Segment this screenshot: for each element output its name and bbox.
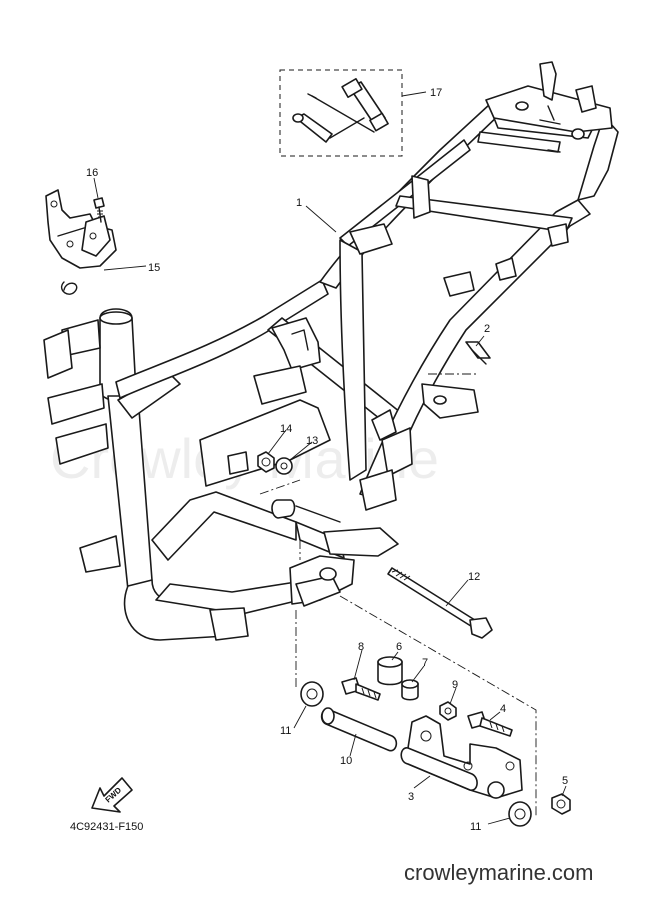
callout-13: 13 [306, 435, 318, 447]
bushing-6 [377, 656, 403, 686]
damper-11-right [508, 801, 532, 827]
callout-7: 7 [422, 657, 428, 669]
collar-10 [320, 707, 398, 752]
tool-kit [279, 69, 403, 157]
callout-12: 12 [468, 571, 480, 583]
nut-5 [551, 793, 571, 815]
callout-5: 5 [562, 775, 568, 787]
main-frame [43, 61, 619, 641]
chain-line [259, 479, 301, 495]
fwd-arrow-icon: FWD [91, 777, 133, 813]
bolt-8 [341, 677, 381, 701]
upper-bracket [45, 189, 117, 295]
callout-1: 1 [296, 197, 302, 209]
callouts: 1 2 3 4 5 6 7 8 9 10 11 11 12 13 14 15 1… [86, 87, 568, 833]
bolt-16 [93, 197, 105, 223]
callout-10: 10 [340, 755, 352, 767]
callout-11-left: 11 [280, 725, 291, 737]
callout-3: 3 [408, 791, 414, 803]
callout-15: 15 [148, 262, 160, 274]
collar-7 [401, 679, 419, 701]
callout-2: 2 [484, 323, 490, 335]
callout-8: 8 [358, 641, 364, 653]
nut-14 [257, 451, 275, 473]
bracket-2 [465, 341, 491, 365]
callout-17: 17 [430, 87, 442, 99]
damper-11-left [300, 681, 324, 707]
callout-11-right: 11 [470, 821, 481, 833]
callout-6: 6 [396, 641, 402, 653]
figure-code: 4C92431-F150 [70, 821, 143, 833]
nut-9 [439, 701, 457, 721]
callout-4: 4 [500, 703, 506, 715]
leader-lines [93, 91, 567, 825]
site-name: crowleymarine.com [404, 860, 594, 885]
callout-9: 9 [452, 679, 458, 691]
bolt-4 [467, 711, 513, 737]
washer-13 [275, 457, 293, 475]
chain-line [339, 595, 537, 818]
callout-16: 16 [86, 167, 98, 179]
callout-14: 14 [280, 423, 292, 435]
bolt-12 [387, 567, 493, 639]
engine-bracket-3 [400, 715, 523, 799]
